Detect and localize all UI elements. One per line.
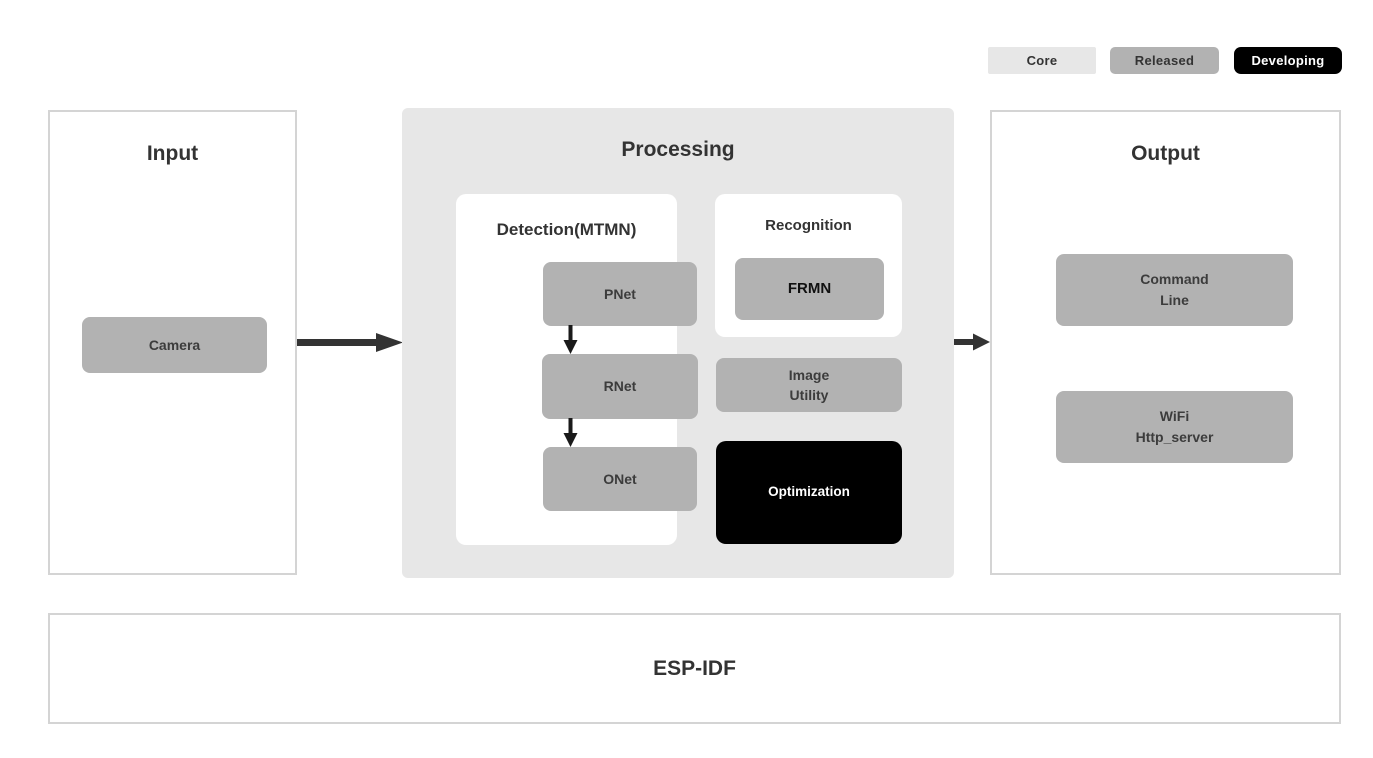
image-utility-block: Image Utility: [716, 358, 902, 412]
esp-idf-panel: ESP-IDF: [48, 613, 1341, 724]
output-panel: Output Command Line WiFi Http_server: [990, 110, 1341, 575]
wifi-http-server-block: WiFi Http_server: [1056, 391, 1293, 463]
wifi-line2: Http_server: [1135, 429, 1214, 445]
legend-chip-released: Released: [1110, 47, 1219, 74]
arrow-right-icon: [954, 333, 990, 351]
recognition-subpanel: Recognition FRMN: [715, 194, 902, 337]
input-panel-title: Input: [146, 142, 199, 165]
processing-panel: Processing Detection(MTMN) PNet RNet ONe…: [402, 108, 954, 578]
rnet-block-label: RNet: [603, 378, 637, 394]
detection-subpanel: Detection(MTMN) PNet RNet ONet: [456, 194, 698, 545]
output-panel-title: Output: [1131, 142, 1200, 165]
pnet-block-label: PNet: [604, 285, 636, 302]
wifi-line1: WiFi: [1159, 408, 1190, 424]
image-utility-line2: Utility: [789, 387, 829, 403]
onet-block: ONet: [543, 447, 697, 511]
optimization-block: Optimization: [716, 441, 902, 544]
frmn-block-label: FRMN: [787, 279, 832, 297]
arrow-down-icon: [563, 418, 578, 447]
rnet-block: RNet: [542, 354, 698, 419]
legend-core-label: Core: [1026, 53, 1058, 68]
arrow-down-icon: [563, 325, 578, 354]
detection-title: Detection(MTMN): [496, 220, 637, 239]
recognition-title: Recognition: [765, 217, 852, 234]
legend-developing-label: Developing: [1251, 53, 1325, 68]
command-line-line1: Command: [1140, 271, 1209, 287]
legend-chip-core: Core: [988, 47, 1096, 74]
frmn-block: FRMN: [735, 258, 884, 320]
camera-block-label: Camera: [148, 336, 201, 353]
command-line-line2: Line: [1160, 292, 1189, 308]
esp-idf-title: ESP-IDF: [653, 656, 736, 680]
legend-released-label: Released: [1134, 53, 1195, 68]
camera-block: Camera: [82, 317, 267, 373]
image-utility-line1: Image: [788, 366, 830, 383]
arrow-right-icon: [297, 333, 403, 352]
onet-block-label: ONet: [603, 470, 637, 487]
input-panel: Input Camera: [48, 110, 297, 575]
processing-panel-title: Processing: [621, 138, 735, 161]
legend-chip-developing: Developing: [1234, 47, 1342, 74]
command-line-block: Command Line: [1056, 254, 1293, 326]
pnet-block: PNet: [543, 262, 697, 326]
optimization-block-label: Optimization: [768, 484, 850, 500]
